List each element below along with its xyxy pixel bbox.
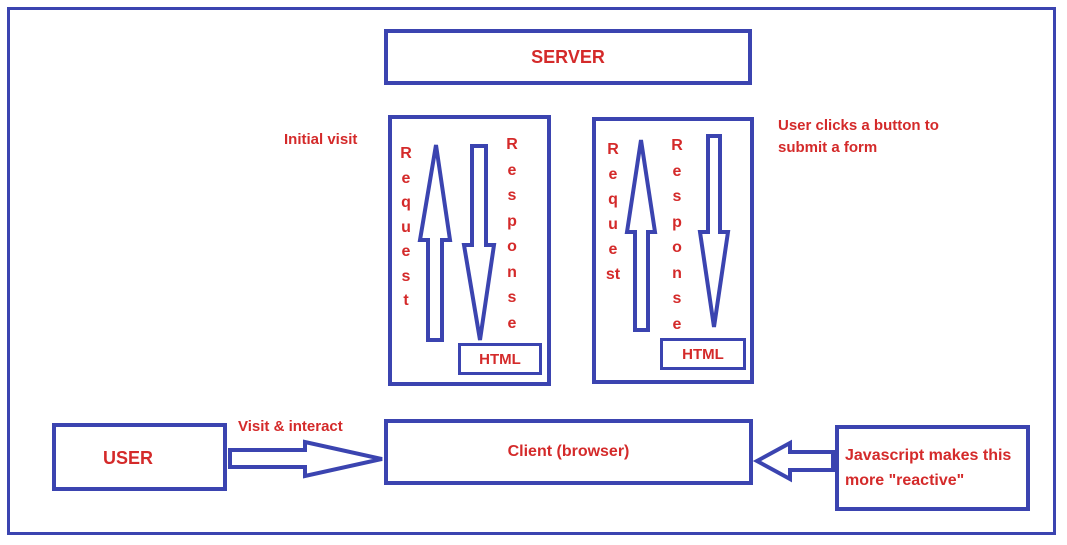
left-html-label: HTML — [479, 350, 521, 368]
right-html-box: HTML — [660, 338, 746, 370]
left-html-box: HTML — [458, 343, 542, 375]
right-request-text: R e q u e st — [605, 141, 621, 283]
server-label: SERVER — [531, 46, 605, 67]
right-html-label: HTML — [682, 345, 724, 363]
form-submit-caption: User clicks a button to submit a form — [778, 117, 939, 156]
javascript-note-box: Javascript makes this more "reactive" — [835, 425, 1030, 511]
server-box: SERVER — [384, 29, 752, 85]
client-box: Client (browser) — [384, 419, 753, 485]
visit-interact-label: Visit & interact — [238, 418, 343, 435]
javascript-note: Javascript makes this more "reactive" — [845, 447, 1012, 489]
user-box: USER — [52, 423, 227, 491]
user-to-client-arrow — [228, 439, 383, 479]
left-response-arrow — [461, 144, 497, 341]
right-request-arrow — [624, 139, 658, 332]
left-request-arrow — [417, 144, 453, 342]
user-label: USER — [103, 448, 154, 468]
left-response-text: R e s p o n s e — [506, 136, 518, 332]
left-request-text: R e q u e s t — [400, 145, 412, 309]
client-label: Client (browser) — [507, 443, 630, 460]
diagram-frame — [7, 7, 1056, 535]
javascript-to-client-arrow — [752, 439, 835, 483]
initial-visit-caption: Initial visit — [284, 131, 358, 148]
right-response-text: R e s p o n s e — [671, 137, 683, 333]
right-response-arrow — [697, 134, 731, 328]
